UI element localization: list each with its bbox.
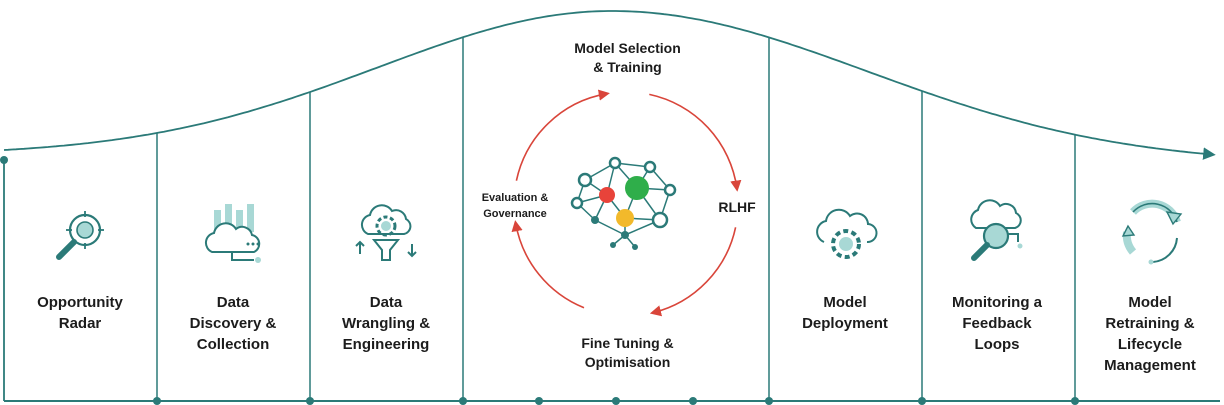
baseline-dot	[918, 397, 926, 405]
cloud-gear-funnel-icon	[355, 204, 417, 261]
cloud-gear-icon	[816, 208, 878, 259]
baseline-dot	[1071, 397, 1079, 405]
stage-label-model-retraining: Model Retraining & Lifecycle Management	[1104, 294, 1196, 374]
cycle-arrow-to-rlhf	[649, 93, 742, 192]
cloud-data-bars-icon	[204, 204, 261, 263]
baseline-dot	[153, 397, 161, 405]
baseline-dot	[535, 397, 543, 405]
stage-label-data-wrangling: Data Wrangling & Engineering	[341, 294, 431, 353]
cycle-label-evaluation: Evaluation & Governance	[481, 192, 549, 220]
stage-label-monitoring: Monitoring a Feedback Loops	[952, 294, 1042, 353]
cycle-label-fine-tuning: Fine Tuning & Optimisation	[581, 335, 674, 370]
stage-label-model-deployment: Model Deployment	[802, 294, 888, 332]
cloud-magnifier-icon	[970, 199, 1023, 261]
stage-label-data-discovery: Data Discovery & Collection	[189, 294, 277, 353]
neural-network-brain-icon	[570, 156, 677, 250]
magnifier-radar-icon	[56, 211, 104, 260]
cycle-label-rlhf: RLHF	[718, 199, 756, 215]
stage-label-opportunity-radar: Opportunity Radar	[37, 294, 123, 332]
cycle-arrow-to-evaluation	[511, 220, 585, 309]
cycle-arrow-to-fine-tuning	[649, 227, 737, 317]
baseline-dot	[689, 397, 697, 405]
left-edge-dot	[0, 156, 8, 164]
cycle-label-model-selection: Model Selection & Training	[574, 40, 681, 75]
baseline-dot	[612, 397, 620, 405]
baseline-dot	[459, 397, 467, 405]
baseline-dot	[306, 397, 314, 405]
cycle-arrow-to-model-selection	[515, 89, 610, 181]
bell-curve	[3, 10, 1216, 160]
baseline-dot	[765, 397, 773, 405]
recycle-arrows-icon	[1121, 199, 1183, 265]
